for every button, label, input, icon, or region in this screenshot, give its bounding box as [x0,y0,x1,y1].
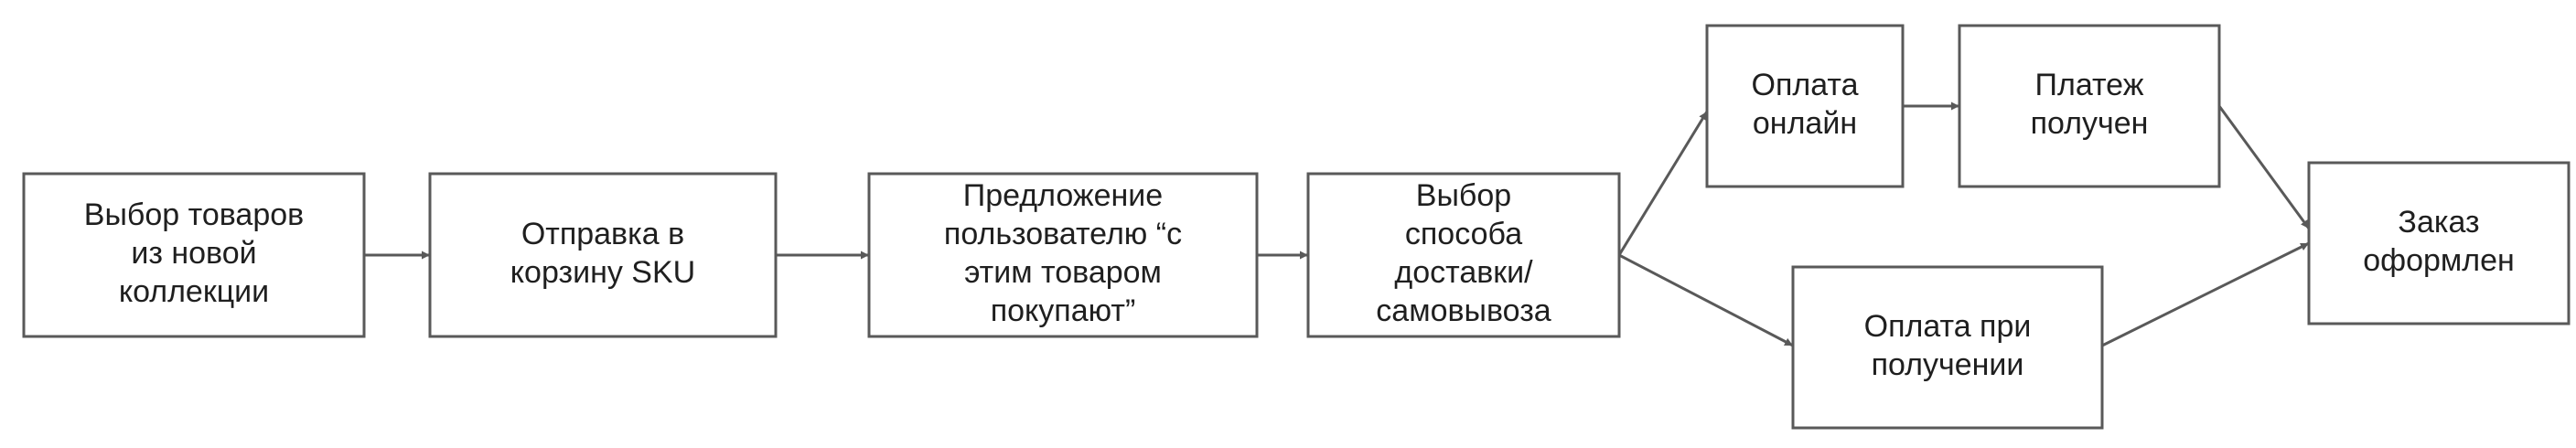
node-label-line: получении [1872,347,2024,382]
node-box [428,172,778,338]
node-box [1705,24,1905,188]
node-box [867,172,1259,338]
node-label-line: корзину SKU [510,255,695,290]
arrow-pay-on-receipt-to-order-done [2101,241,2310,347]
node-label-line: Заказ [2398,205,2479,240]
node-label-line: Оплата [1752,68,1859,102]
node-label-line: Оплата при [1864,309,2032,344]
node-delivery: Выбор способа доставки/самовывоза [1306,172,1621,338]
node-pay-online: Оплата онлайн [1705,24,1905,188]
node-label-line: самовывоза [1376,293,1551,328]
arrow-payment-received-to-order-done [2217,105,2311,229]
node-box [1791,265,2104,430]
node-offer: Предложение пользователю “с этим товаромпо… [867,172,1259,338]
node-label-line: этим товаром [964,255,1162,290]
node-label-line: онлайн [1753,106,1857,141]
arrow-delivery-to-pay-on-receipt [1618,253,1794,347]
node-label-line: Платеж [2035,68,2144,102]
node-label-line: покупают” [991,293,1136,328]
arrow-delivery-to-pay-online [1617,111,1709,256]
node-label-line: Выбор [1416,178,1511,213]
node-label-line: доставки/ [1394,255,1533,290]
node-box [2307,161,2571,325]
node-label-line: пользователю “с [944,217,1182,251]
node-box [22,172,366,338]
node-label-line: из новой [131,236,256,271]
node-payment-received: Платеж получен [1958,24,2221,188]
node-label-line: способа [1405,217,1522,251]
node-label-line: Выбор товаров [84,197,304,232]
node-label-line: Отправка в [521,217,684,251]
node-cart: Отправка в корзину SKU [428,172,778,338]
node-label-line: Предложение [963,178,1163,213]
node-label-line: коллекции [119,274,269,309]
node-label-line: получен [2031,106,2149,141]
edges [364,101,2311,347]
node-label-line: оформлен [2363,243,2515,278]
node-box [1306,172,1621,338]
node-box [1958,24,2221,188]
